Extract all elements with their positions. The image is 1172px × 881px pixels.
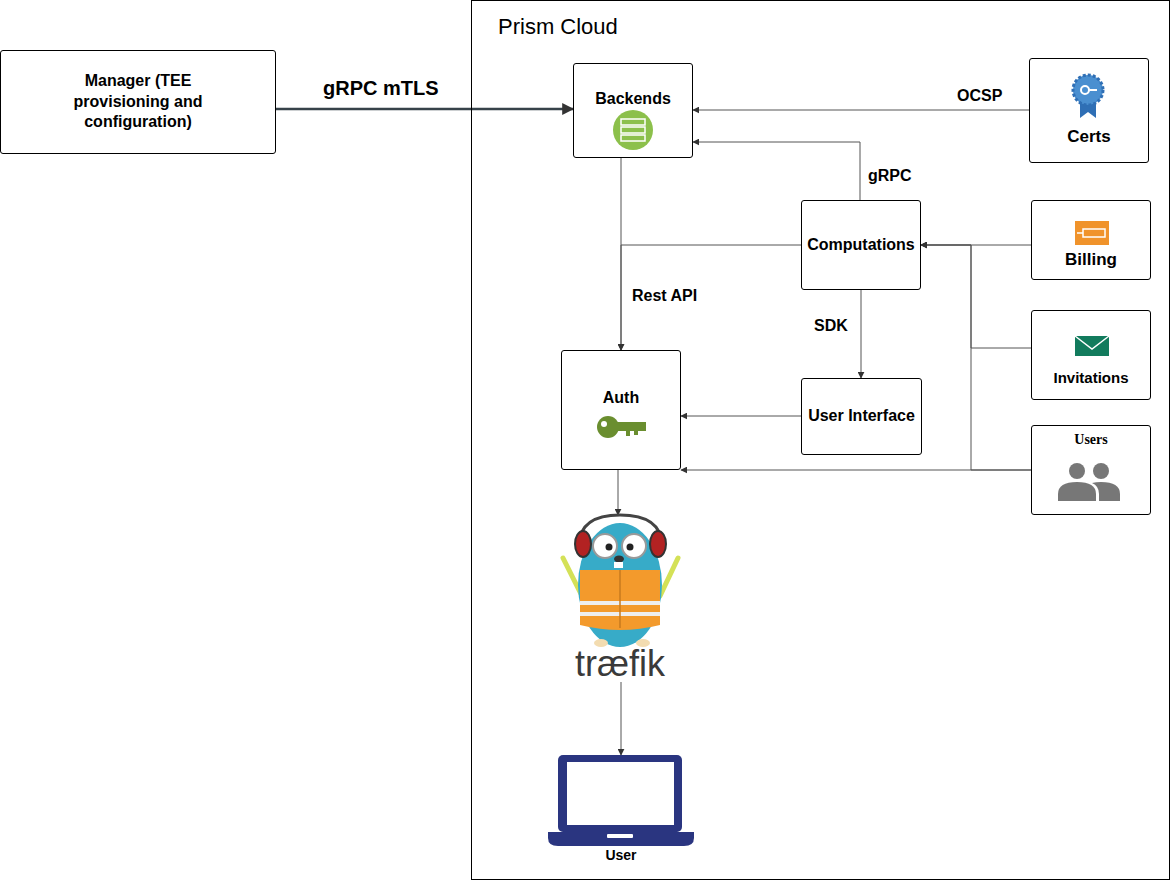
gopher-illustration	[563, 515, 678, 647]
connector	[921, 245, 1031, 470]
connector	[921, 245, 1031, 348]
connector	[621, 682, 622, 755]
connector	[693, 110, 1029, 111]
backends-box: Backends	[573, 63, 693, 158]
edge-label: gRPC	[866, 167, 914, 185]
auth-box: Auth	[561, 350, 681, 470]
node-label: træfik	[575, 646, 665, 682]
connector	[276, 108, 573, 111]
invitations-box: Invitations	[1031, 310, 1151, 400]
billing-box: Billing	[1031, 200, 1151, 280]
certs-box: Certs	[1029, 58, 1149, 163]
node-label: User Interface	[808, 406, 915, 427]
connector	[681, 416, 801, 417]
node-label: Invitations	[1053, 368, 1128, 388]
laptop-illustration	[548, 755, 694, 846]
edge-label: gRPC mTLS	[321, 77, 441, 100]
traefik-node: træfik	[555, 515, 685, 682]
node-label: Backends	[595, 89, 671, 110]
connector	[681, 470, 1031, 471]
connector	[693, 142, 860, 200]
node-label: User	[605, 848, 636, 863]
server-icon	[613, 110, 653, 150]
billing-icon	[1075, 221, 1109, 245]
edge-label: SDK	[812, 317, 850, 335]
node-label: Users	[1074, 431, 1107, 449]
node-label: Manager (TEE provisioning and configurat…	[38, 71, 238, 133]
node-label: Certs	[1067, 126, 1110, 148]
connector	[618, 470, 619, 515]
connector	[621, 245, 801, 350]
edge-label: Rest API	[630, 287, 699, 305]
certificate-icon	[1073, 75, 1103, 118]
envelope-icon	[1075, 336, 1109, 356]
cloud-region: Prism CloudBackendsCertsComputationsBill…	[471, 0, 1170, 880]
computations-box: Computations	[801, 200, 921, 290]
key-icon	[597, 416, 646, 438]
edge-label: OCSP	[955, 87, 1004, 105]
users-icon	[1058, 463, 1120, 501]
node-label: Computations	[807, 235, 915, 256]
ui-box: User Interface	[801, 378, 922, 455]
node-label: Auth	[603, 388, 639, 409]
manager-box: Manager (TEE provisioning and configurat…	[0, 50, 276, 154]
user-laptop-node: User	[548, 755, 694, 863]
node-label: Prism Cloud	[498, 13, 618, 42]
node-label: Billing	[1065, 249, 1117, 271]
connector	[861, 290, 862, 378]
users-box: Users	[1031, 425, 1151, 515]
